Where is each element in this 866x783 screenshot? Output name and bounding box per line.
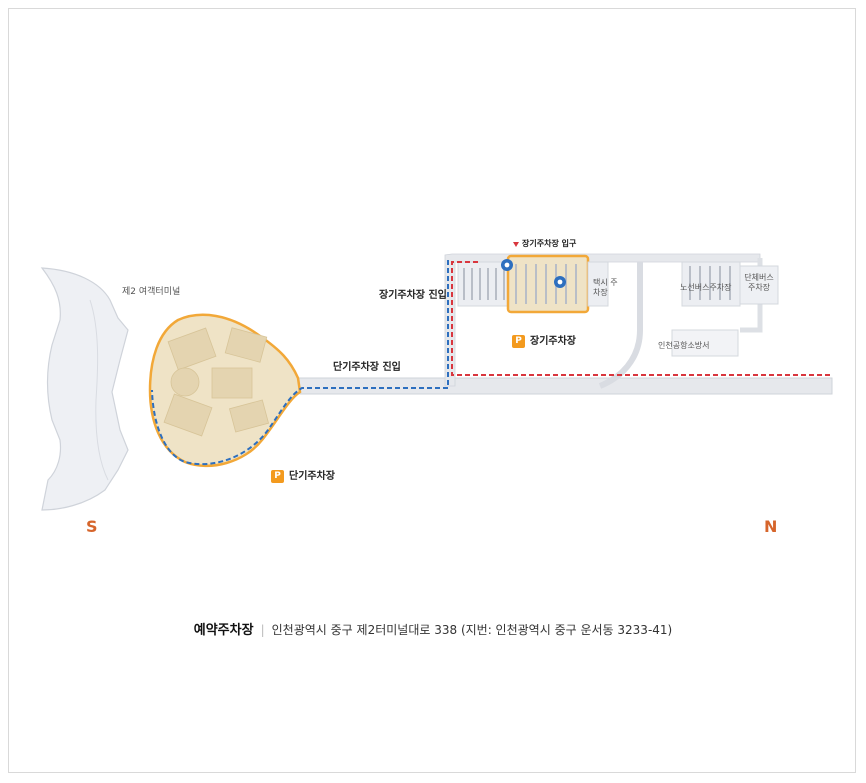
footer-address: 예약주차장|인천광역시 중구 제2터미널대로 338 (지번: 인천광역시 중구…	[193, 623, 673, 638]
entrance-arrow	[513, 242, 519, 247]
long-term-entry-label: 장기주차장 진입	[379, 290, 447, 301]
location-marker-2	[554, 276, 566, 288]
route-blue	[151, 260, 449, 466]
long-term-gate-label: 장기주차장 입구	[522, 239, 577, 248]
group-bus-lot-label: 단체버스 주차장	[744, 273, 774, 292]
short-term-entry-label: 단기주차장 진입	[333, 362, 401, 373]
parking-icon: P	[512, 334, 525, 348]
route-red	[451, 261, 830, 376]
terminal-inner-line	[89, 299, 109, 481]
long-term-lot-blocks	[457, 254, 779, 357]
compass-north: N	[764, 517, 778, 536]
parking-icon: P	[271, 469, 284, 483]
taxi-lot-label: 택시 주차장	[593, 278, 618, 297]
main-road	[289, 377, 833, 395]
route-bus-lot-label: 노선버스주차장	[680, 283, 732, 292]
curve-road	[598, 262, 643, 389]
terminal-building	[40, 267, 129, 511]
lot-address: 인천광역시 중구 제2터미널대로 338 (지번: 인천광역시 중구 운서동 3…	[271, 623, 673, 637]
lot-name: 예약주차장	[193, 623, 254, 638]
short-term-lot-structures	[163, 327, 270, 437]
terminal2-label: 제2 여객터미널	[122, 287, 181, 297]
compass-south: S	[86, 517, 98, 536]
location-marker-1	[501, 259, 513, 271]
fire-station-label: 인천공항소방서	[658, 341, 710, 350]
